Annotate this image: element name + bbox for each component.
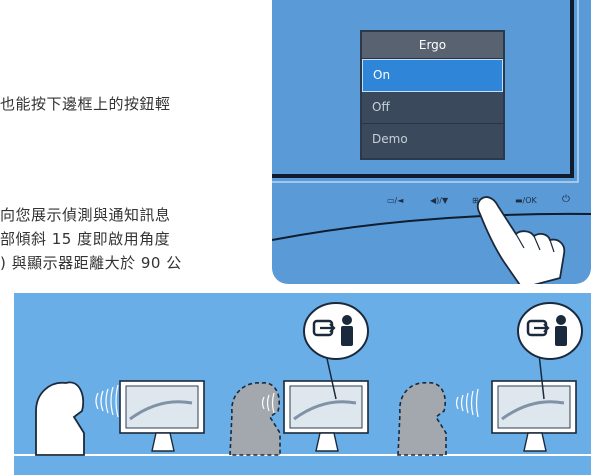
- user-silhouette-far: [397, 382, 447, 456]
- body-text-line-3: 部傾斜 15 度即啟用角度: [0, 230, 171, 248]
- bezel-button-ergo[interactable]: ⊞: [472, 196, 479, 205]
- body-text-line-4: ) 與顯示器距離大於 90 公: [0, 254, 182, 272]
- bezel-button-input[interactable]: ▭/◄: [387, 196, 404, 205]
- body-text-line-1: 也能按下邊框上的按鈕輕: [0, 95, 171, 113]
- osd-item-on[interactable]: On: [362, 59, 503, 92]
- osd-menu: Ergo On Off Demo: [360, 30, 505, 160]
- notification-bubble-2: [517, 302, 583, 400]
- body-text-line-2: 向您展示偵測與通知訊息: [0, 206, 171, 224]
- user-silhouette-dashed: [229, 382, 281, 456]
- osd-title: Ergo: [362, 32, 503, 59]
- user-silhouette-near: [35, 381, 85, 456]
- sensor-waves-1: [95, 384, 119, 418]
- monitor-bezel-drawing: [272, 0, 591, 241]
- notification-bubble-1: [303, 302, 369, 400]
- pointing-hand-icon: [476, 196, 566, 284]
- distance-scenes-drawing: [14, 302, 591, 456]
- osd-item-demo[interactable]: Demo: [372, 132, 408, 146]
- monitor-1: [119, 380, 205, 452]
- monitor-osd-illustration: Ergo On Off Demo ▭/◄ ◀)/▼ ⊞ ▬/OK ⏻: [272, 0, 591, 284]
- bezel-button-volume[interactable]: ◀)/▼: [430, 196, 449, 205]
- sensor-waves-2: [261, 392, 275, 414]
- distance-sensing-illustration: [14, 293, 591, 475]
- monitor-3: [491, 380, 577, 452]
- power-icon[interactable]: ⏻: [562, 194, 570, 205]
- sensor-waves-3: [455, 388, 479, 418]
- monitor-2: [283, 380, 369, 452]
- osd-item-off[interactable]: Off: [362, 92, 503, 124]
- bezel-button-menu-ok[interactable]: ▬/OK: [515, 196, 537, 205]
